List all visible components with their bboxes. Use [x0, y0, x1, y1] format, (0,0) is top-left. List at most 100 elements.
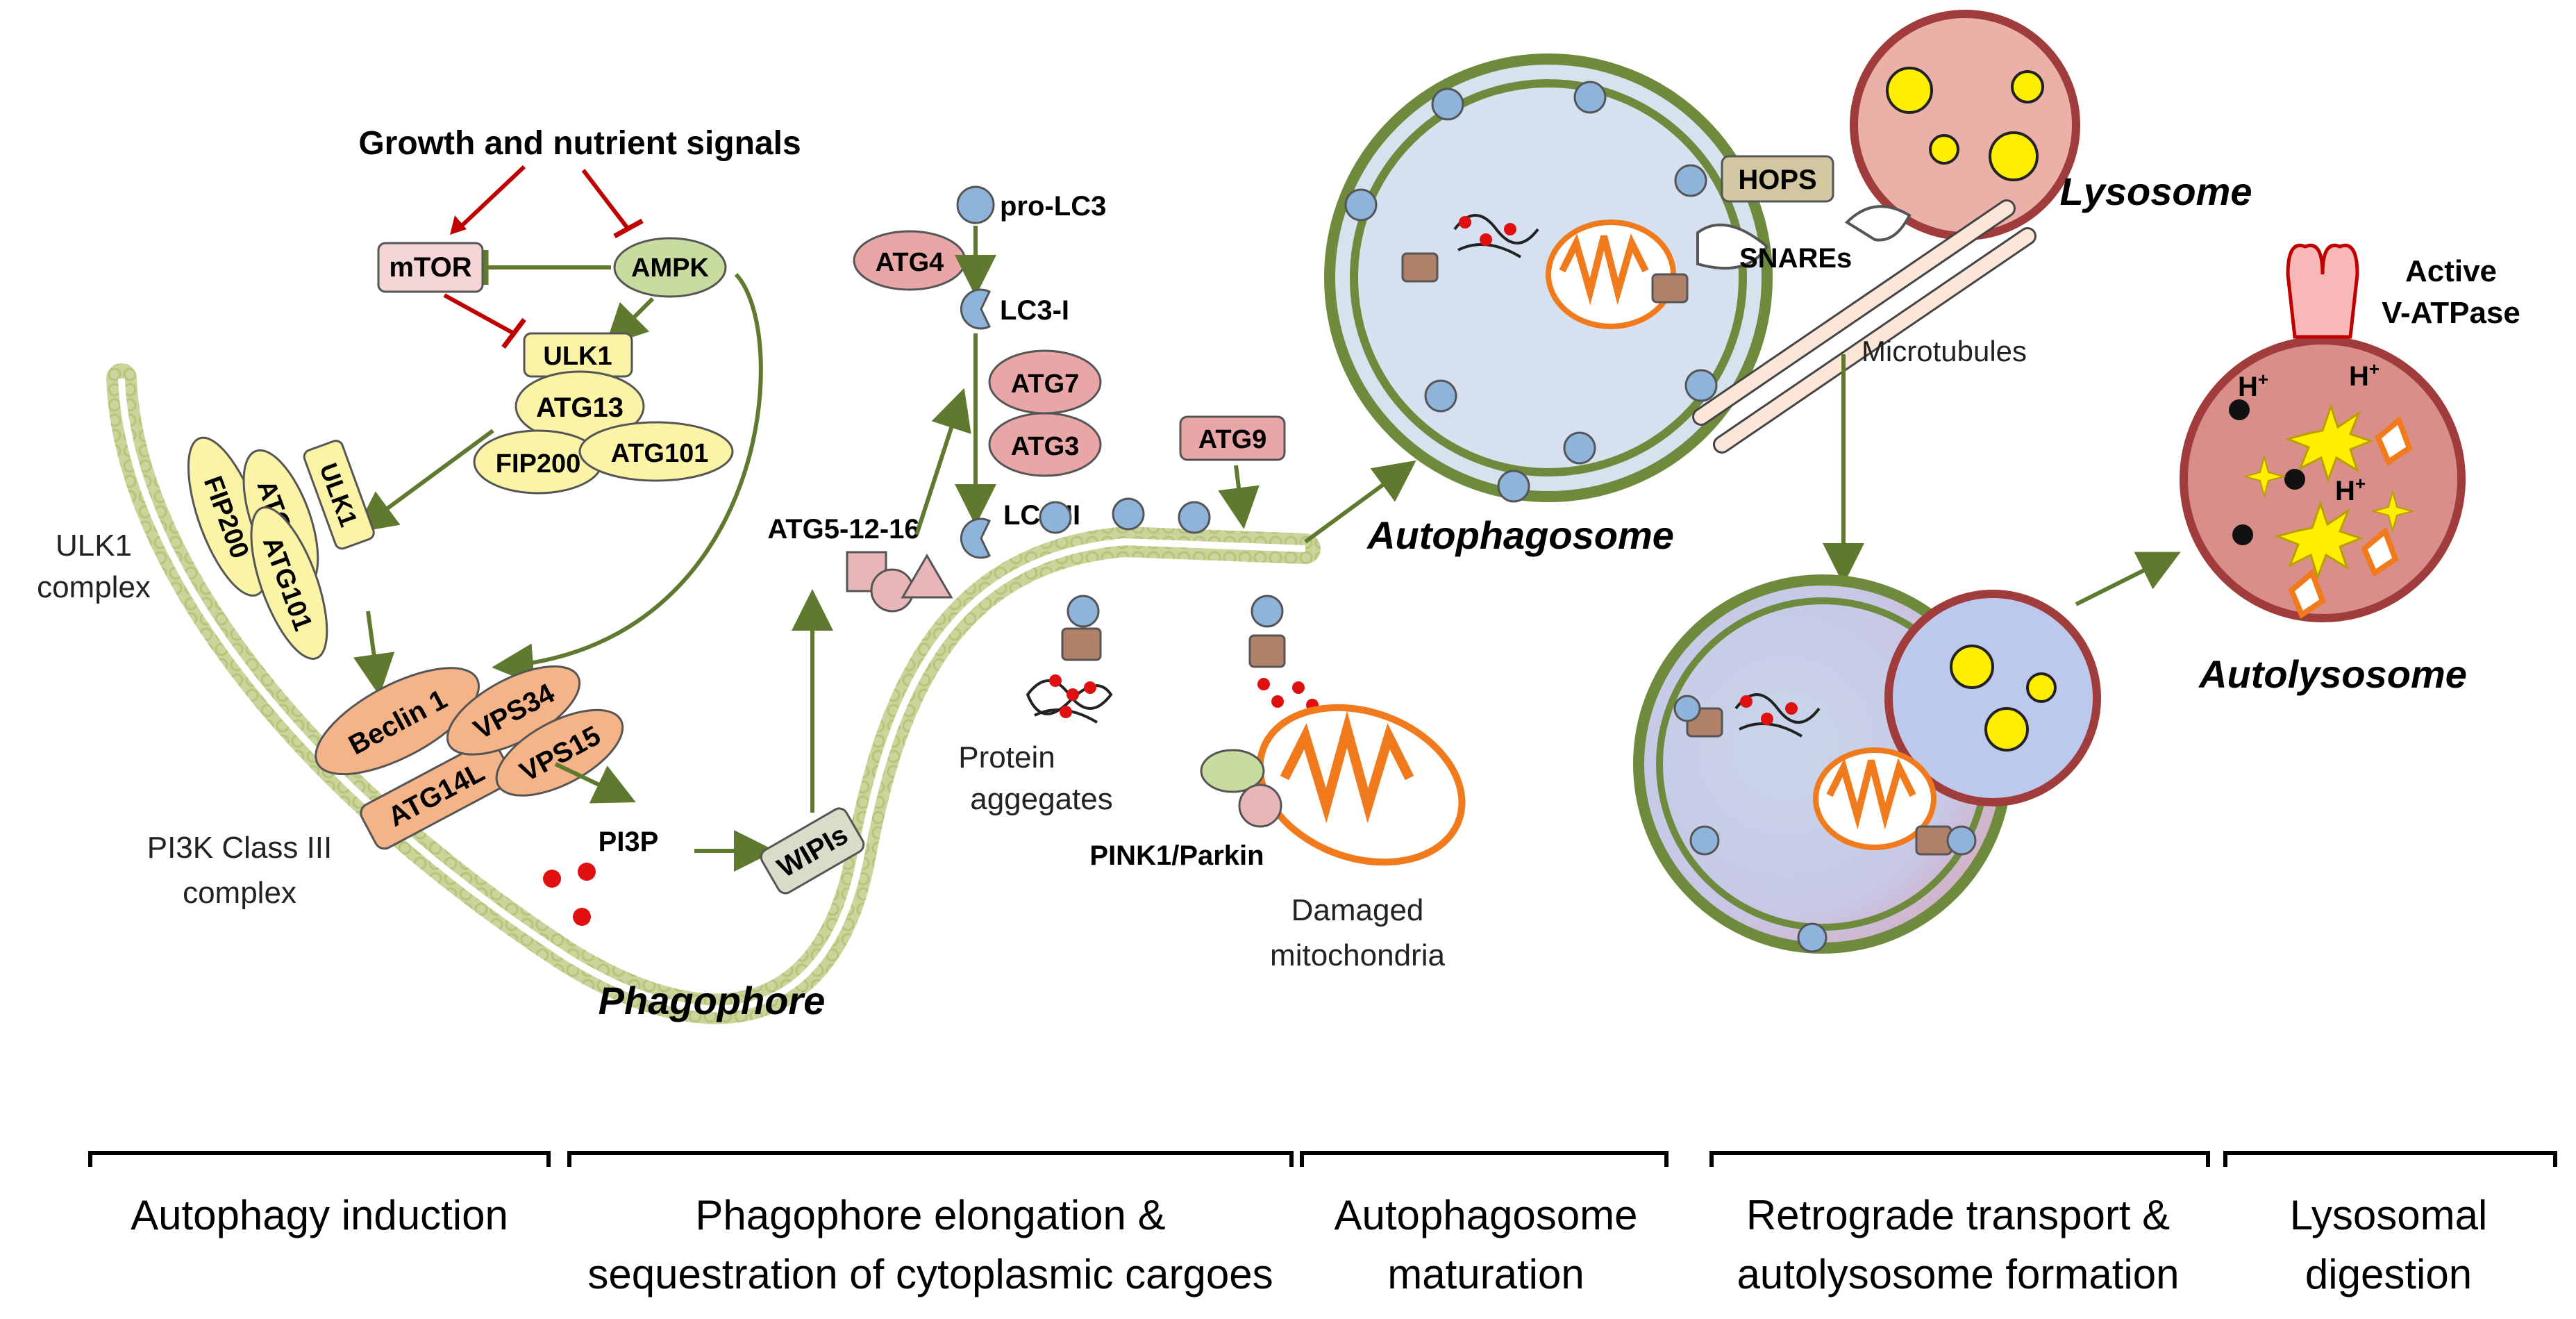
receptor-icon	[1915, 825, 1952, 856]
parkin-circle	[1238, 783, 1282, 828]
stage-label: maturation	[1387, 1251, 1584, 1297]
burst-icon	[2284, 403, 2375, 483]
atg7-label: ATG7	[1011, 370, 1080, 399]
atg101-oval	[578, 421, 734, 482]
damaged-label: Damaged	[1291, 893, 1424, 927]
sparkle-icon	[2242, 454, 2286, 499]
pi3p-label: PI3P	[599, 827, 659, 857]
lc3-i-icon	[960, 288, 991, 330]
pro-lc3-label: pro-LC3	[1000, 191, 1106, 222]
active-label: Active	[2405, 254, 2497, 288]
atg5-12-16-label: ATG5-12-16	[767, 514, 919, 545]
atg3-label: ATG3	[1011, 432, 1080, 461]
stage-label: Autophagy induction	[131, 1192, 508, 1238]
autolysosome: H+ H+ H+	[2180, 244, 2466, 622]
lc3-marker-icon	[1946, 825, 1977, 856]
autophagosome-label: Autophagosome	[1366, 513, 1674, 557]
fragment-icon	[2288, 568, 2326, 619]
pi3p-marker	[578, 863, 596, 881]
mtor-label: mTOR	[389, 252, 471, 283]
receptor-icon	[1401, 252, 1439, 283]
fip200-label: FIP200	[496, 449, 581, 479]
hplus-label-2: H+	[2349, 358, 2380, 392]
lc3-marker-icon	[1684, 369, 1718, 402]
pro-lc3-icon	[956, 185, 995, 224]
lc3-section: pro-LC3 ATG4 LC3-I ATG7 ATG3 LC3-II ATG5…	[767, 185, 1286, 628]
ulk1-box-membrane	[303, 440, 375, 550]
beclin1-oval	[315, 667, 480, 776]
pink1-oval	[1200, 749, 1265, 793]
stage-labels: Autophagy induction Phagophore elongatio…	[131, 1192, 2487, 1297]
lc3-marker-icon	[1112, 497, 1145, 531]
ulk1-complex-label-2: complex	[37, 570, 151, 604]
lysosome-label: Lysosome	[2060, 169, 2252, 213]
proton-icon	[2232, 524, 2253, 545]
arrowhead-icon	[450, 215, 467, 235]
lc3-ii-icon	[960, 517, 991, 559]
snare-icon	[1696, 223, 1769, 270]
burst-icon	[2274, 500, 2364, 581]
pi3p-marker	[543, 870, 561, 888]
membrane-lc3	[1039, 497, 1284, 628]
damaged-label-2: mitochondria	[1270, 938, 1445, 972]
mtor-box	[377, 242, 484, 293]
atg16-triangle	[901, 554, 953, 599]
lc3-marker-icon	[1067, 595, 1100, 628]
inhibit-bar-icon	[613, 218, 644, 239]
signaling-section: Growth and nutrient signals mTOR AMPK UL…	[37, 125, 865, 926]
lc3-marker-icon	[1573, 81, 1607, 114]
fusion-vesicle	[1633, 574, 2101, 954]
autophagosome	[1324, 53, 1773, 503]
ampk-label: AMPK	[631, 254, 709, 283]
atg9-box	[1179, 415, 1286, 461]
lc3-marker-icon	[1673, 695, 1701, 722]
lc3-marker-icon	[1497, 470, 1530, 503]
lc3-marker-icon	[1797, 922, 1828, 953]
stage-label: digestion	[2305, 1251, 2472, 1297]
microtubules-label: Microtubules	[1862, 335, 2027, 367]
lc3-marker-icon	[1689, 825, 1720, 856]
pi3p-marker	[573, 908, 591, 926]
atg9-label: ATG9	[1198, 425, 1267, 454]
inhibit-bar-icon	[501, 317, 526, 349]
hops-box	[1721, 155, 1834, 203]
stage-label: sequestration of cytoplasmic cargoes	[587, 1251, 1273, 1297]
hplus-label: H+	[2238, 369, 2268, 402]
damaged-mitochondria-group: PINK1/Parkin Damaged mitochondria	[1089, 634, 1466, 972]
lc3-marker-icon	[1674, 164, 1707, 197]
hplus-label-3: H+	[2335, 473, 2366, 506]
ampk-oval	[613, 237, 727, 298]
lc3-marker-icon	[1431, 88, 1464, 121]
proton-icon	[2284, 469, 2305, 490]
v-atpase-icon	[2286, 244, 2359, 339]
hops-label: HOPS	[1738, 165, 1816, 195]
ulk1-label: ULK1	[543, 342, 612, 371]
atg101-label: ATG101	[611, 439, 709, 468]
snares-label: SNAREs	[1739, 243, 1852, 274]
stage-brackets	[88, 1151, 2557, 1167]
stage-label: Autophagosome	[1335, 1192, 1638, 1238]
fragment-icon	[2361, 526, 2399, 577]
atg4-label: ATG4	[876, 248, 944, 277]
protein-aggregates: Protein aggegates	[958, 627, 1113, 816]
stage-label: autolysosome formation	[1737, 1251, 2180, 1297]
ulk1-complex-label: ULK1	[56, 529, 132, 563]
autolysosome-label: Autolysosome	[2198, 652, 2467, 696]
lysosome	[1844, 10, 2080, 242]
lc3-marker-icon	[1344, 188, 1378, 222]
stage-label: Phagophore elongation &	[695, 1192, 1165, 1238]
pi3k-complex-label-2: complex	[183, 876, 296, 910]
phagophore-membrane	[106, 363, 1321, 1024]
lc3-marker-icon	[1424, 379, 1457, 413]
pi3k-complex-label: PI3K Class III	[147, 831, 333, 865]
lc3-marker-icon	[1039, 501, 1072, 534]
stage-label: Retrograde transport &	[1746, 1192, 2170, 1238]
phagophore-label: Phagophore	[599, 979, 826, 1022]
v-atpase-label: V-ATPase	[2382, 296, 2520, 330]
protein-label: Protein	[958, 740, 1055, 774]
fragment-icon	[2375, 415, 2413, 466]
proton-icon	[2229, 399, 2250, 420]
receptor-icon	[1248, 634, 1286, 668]
lc3-i-label: LC3-I	[1000, 295, 1069, 326]
protein-label-2: aggegates	[970, 782, 1113, 816]
